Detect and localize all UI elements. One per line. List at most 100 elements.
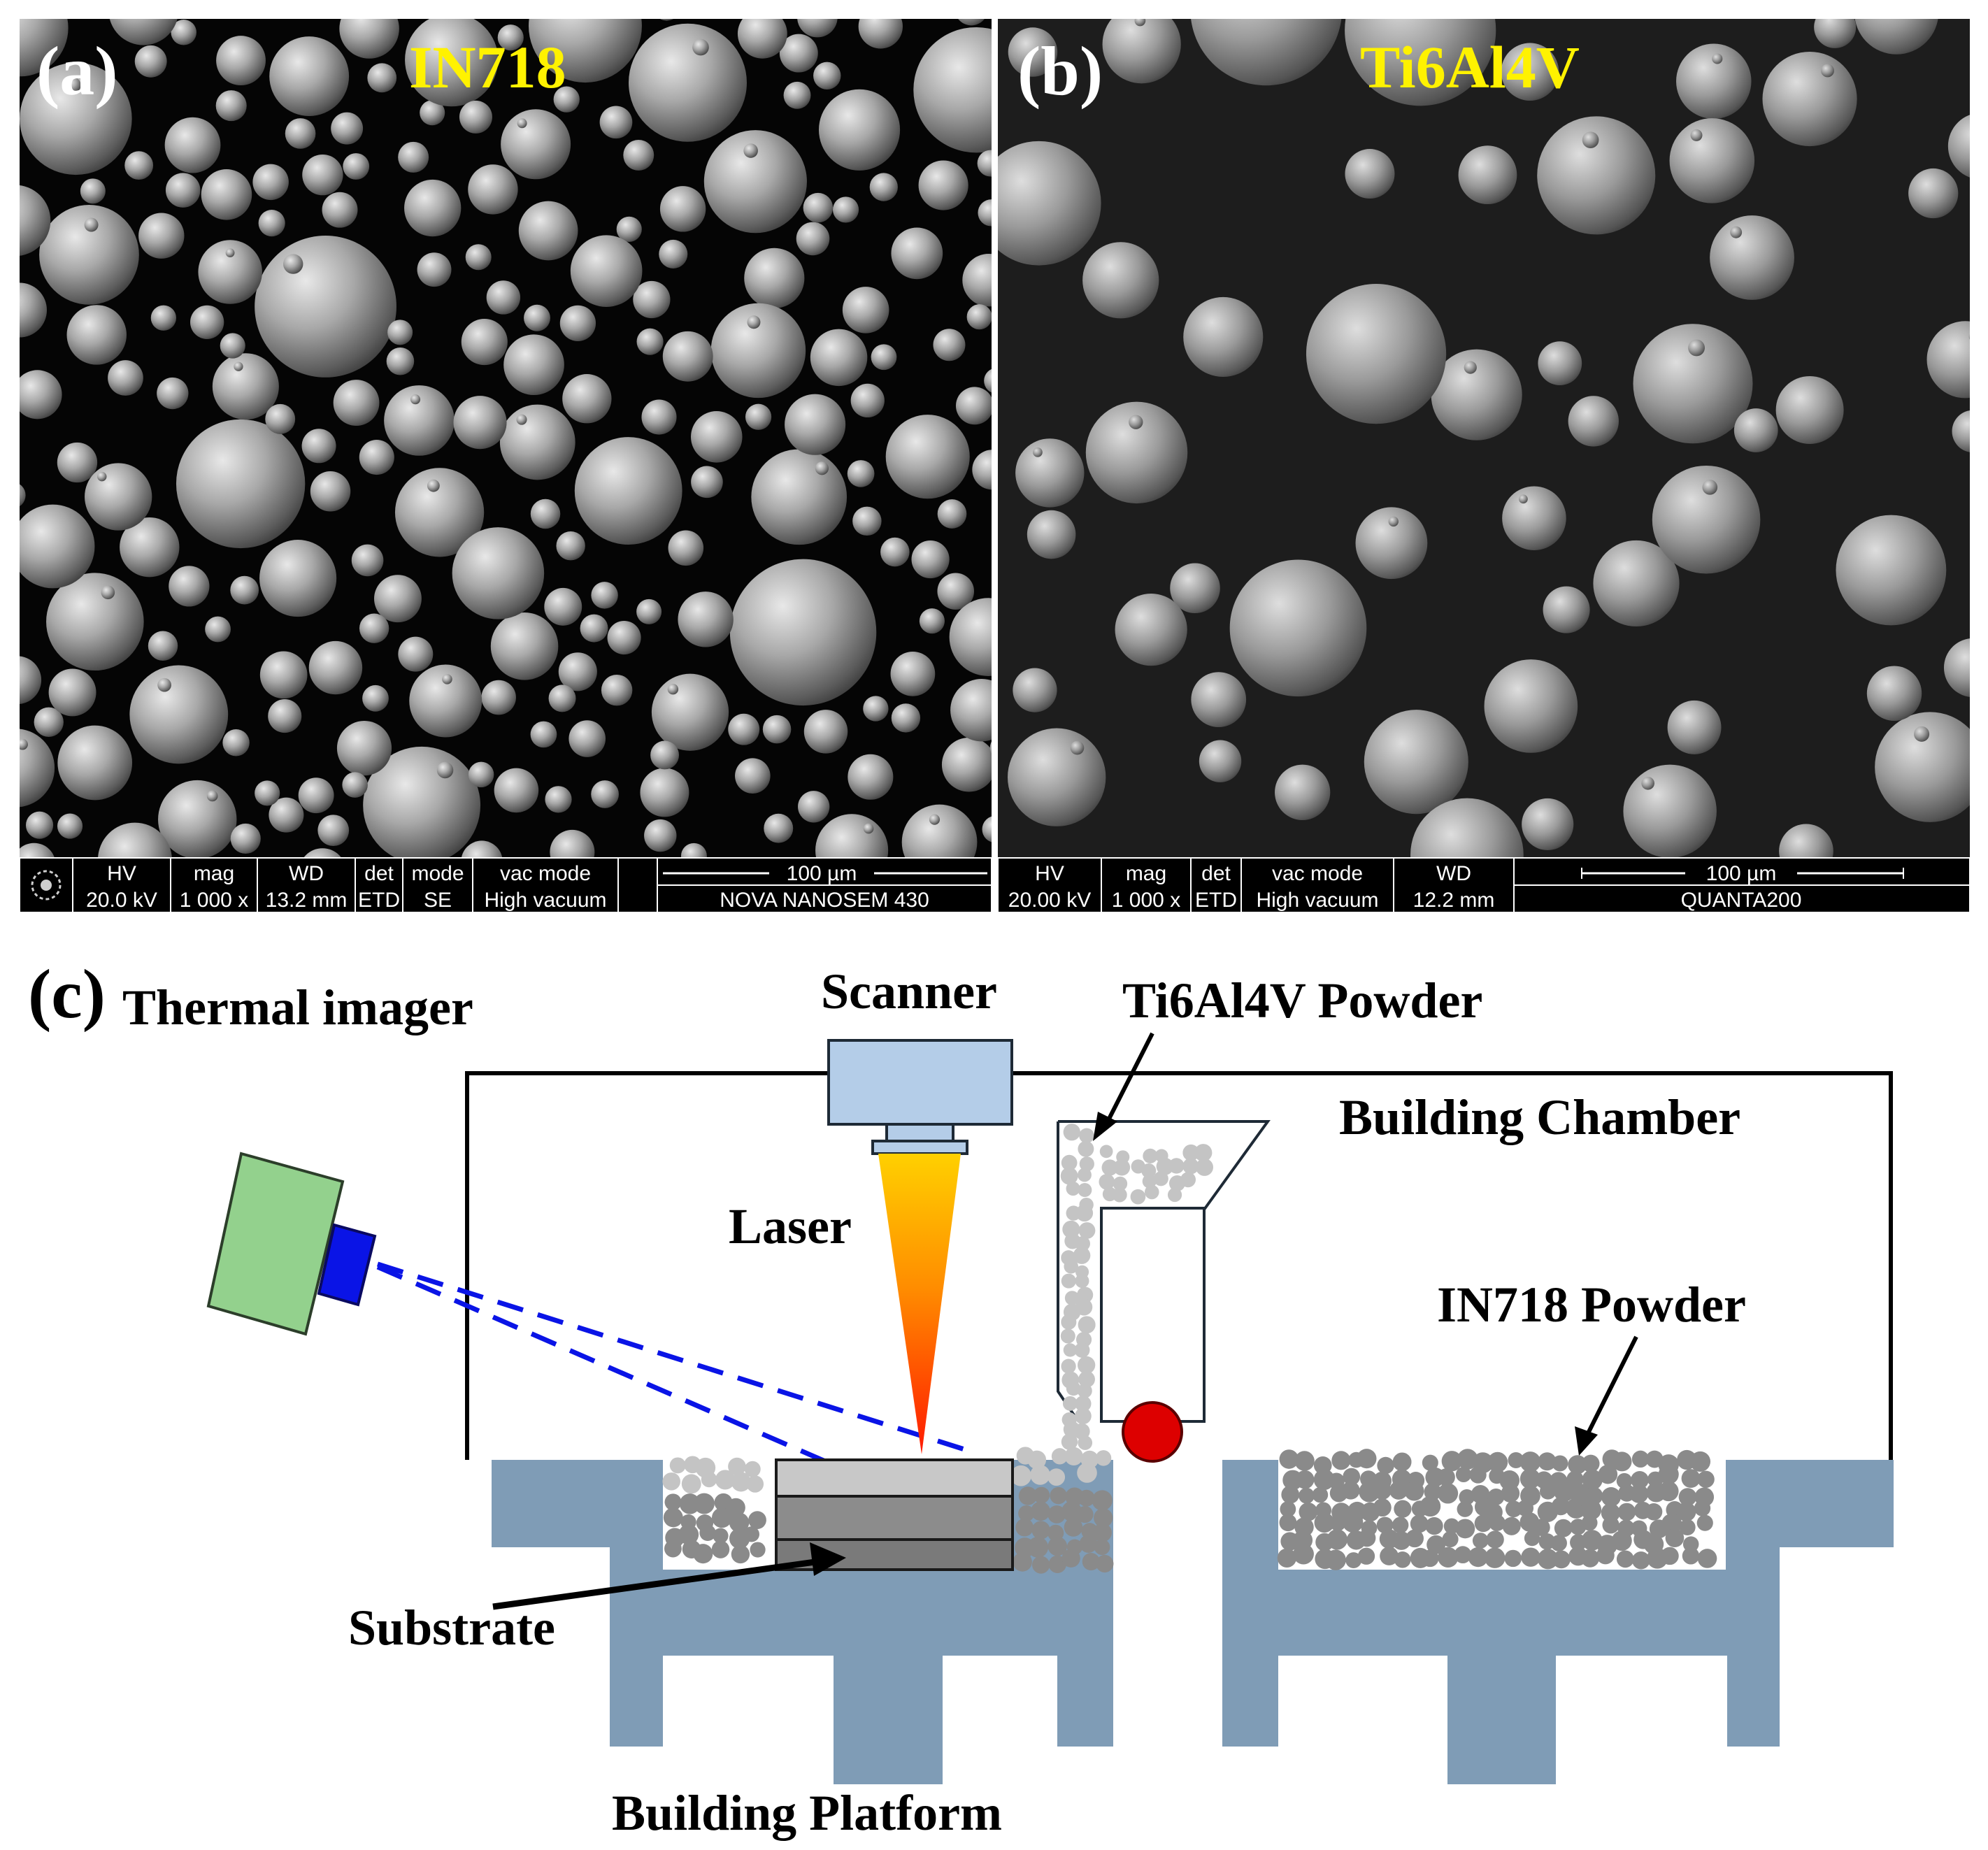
in718-particle [453, 396, 507, 450]
in718-powder-particle [1454, 1546, 1472, 1564]
in718-particle [212, 353, 279, 420]
in718-powder-particle [1061, 1501, 1082, 1522]
in718-particle [20, 185, 51, 256]
in718-powder-particle [1420, 1496, 1441, 1517]
ti6al4v-particle [1199, 740, 1242, 782]
ti6al4v-particle [1623, 764, 1717, 858]
in718-particle [461, 840, 503, 858]
in718-powder-particle [1437, 1483, 1459, 1504]
in718-particle [398, 636, 434, 672]
in718-particle [57, 442, 98, 483]
in718-particle [216, 36, 266, 86]
ti6al4v-particle [1669, 118, 1755, 203]
ti6al4v-particle [1943, 638, 1970, 697]
in718-particle [796, 222, 830, 256]
in718-powder-particle [1682, 1547, 1700, 1565]
in718-particle [494, 768, 539, 813]
scale-bar-a-label: 100 µm [787, 862, 857, 885]
in718-particle [409, 664, 482, 738]
ti6al4v-powder-particle [1066, 1381, 1081, 1396]
in718-particle [972, 450, 992, 490]
in718-particle [641, 399, 677, 435]
in718-powder-particle [1441, 1451, 1462, 1472]
ti6al4v-powder-particle [1112, 1187, 1127, 1203]
in718-powder-particle [1502, 1516, 1521, 1535]
databar-header: WD [289, 862, 324, 885]
ti6al4v-powder-particle [1061, 1314, 1077, 1330]
ti6al4v-powder-particle [701, 1471, 717, 1488]
satellite-particle [991, 50, 992, 55]
in718-particle [978, 199, 992, 227]
in718-particle [468, 164, 518, 215]
in718-powder-particle [663, 1507, 683, 1528]
scale-bar-b-label: 100 µm [1706, 862, 1777, 885]
instrument-logo-icon [31, 870, 62, 901]
satellite-particle [1134, 19, 1146, 27]
ti6al4v-powder-particle [1182, 1158, 1199, 1175]
ti6al4v-powder-particle [1075, 1204, 1094, 1222]
in718-particle [359, 439, 394, 475]
in718-powder-particle [1629, 1484, 1649, 1503]
satellite-particle [667, 684, 679, 695]
ti6al4v-particle [1345, 149, 1395, 199]
ti6al4v-powder-particle [1130, 1189, 1146, 1205]
in718-powder-particle [1299, 1487, 1315, 1504]
ti6al4v-powder-particle [1078, 1370, 1095, 1388]
in718-particle [556, 531, 585, 561]
in718-particle [803, 710, 848, 754]
ti6al4v-particle [1947, 115, 1970, 178]
satellite-particle [157, 677, 171, 692]
in718-particle [124, 151, 154, 180]
in718-powder-particle [1598, 1464, 1618, 1484]
in718-powder-particle [1376, 1516, 1394, 1534]
ti6al4v-powder-particle [1099, 1173, 1115, 1190]
in718-particle [20, 729, 55, 808]
in718-particle [703, 130, 807, 234]
ti6al4v-particle [1952, 410, 1970, 452]
lpbf-schematic: (c) Thermal imager Building Chamber Scan… [28, 955, 1894, 1841]
in718-powder-particle [1032, 1556, 1050, 1574]
in718-powder-particle [1299, 1503, 1318, 1521]
in718-particle [158, 780, 237, 858]
in718-particle [869, 173, 898, 201]
in718-powder-particle [1551, 1497, 1570, 1516]
in718-powder-arrowhead [1575, 1426, 1598, 1456]
ti6al4v-powder-particle [1143, 1148, 1158, 1163]
substrate-arrow [492, 1557, 826, 1610]
in718-particle [336, 721, 392, 776]
in718-powder-particle [1601, 1503, 1620, 1523]
in718-particle [650, 740, 680, 770]
ti6al4v-powder-particle [1196, 1158, 1213, 1176]
ti6al4v-particle [1085, 401, 1188, 504]
in718-particle [405, 19, 499, 107]
satellite-particle [96, 471, 107, 482]
in718-particle [302, 154, 343, 196]
in718-powder-particle [1554, 1481, 1575, 1502]
databar-value: ETD [358, 889, 400, 912]
in718-powder-particle [1294, 1451, 1315, 1471]
in718-powder-particle [1076, 1506, 1094, 1523]
building-platform-label: Building Platform [612, 1785, 1002, 1841]
ti6al4v-particle [1667, 700, 1722, 754]
in718-particle [205, 616, 231, 643]
in718-particle [891, 227, 943, 280]
ti6al4v-powder-particle [1101, 1159, 1118, 1176]
in718-particle [120, 517, 180, 578]
in718-powder-particle [1061, 1549, 1080, 1568]
building-chamber-label: Building Chamber [1339, 1089, 1740, 1145]
satellite-particle [1980, 122, 1988, 131]
in718-particle [459, 100, 492, 134]
in718-powder-particle [743, 1526, 760, 1542]
satellite-particle [0, 194, 4, 204]
ti6al4v-powder-particle [1142, 1174, 1157, 1189]
in718-powder-particle [1596, 1546, 1615, 1565]
in718-powder-particle [1487, 1488, 1505, 1505]
ti6al4v-powder-particle [1079, 1128, 1094, 1144]
in718-particle [222, 729, 250, 757]
satellite-particle [747, 315, 761, 329]
in718-particle [317, 815, 350, 847]
in718-particle [955, 387, 992, 425]
in718-powder-particle [1582, 1454, 1600, 1473]
in718-particle [373, 575, 422, 623]
satellite-particle [1070, 740, 1085, 755]
